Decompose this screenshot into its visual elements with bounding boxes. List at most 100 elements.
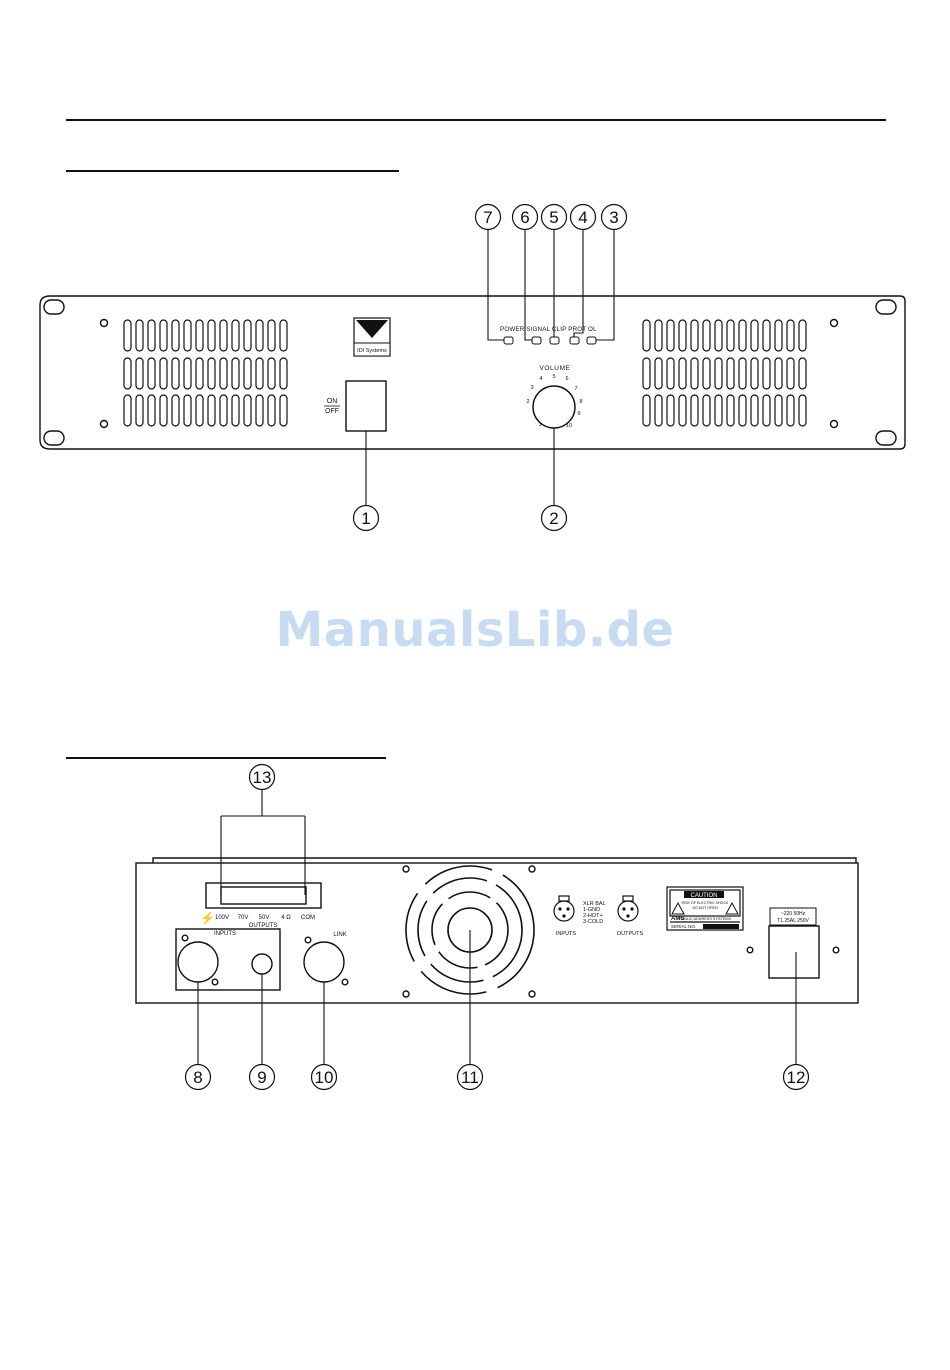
vent-slot [666, 394, 675, 427]
lightning-bolt-icon: ⚡ [200, 911, 215, 925]
mains-label-2: T1.25AL 250V [777, 918, 809, 924]
callout-11-number: 11 [461, 1068, 479, 1087]
watermark: ManualsLib.de [275, 602, 675, 658]
caution-line-2: DO NOT OPEN [692, 906, 717, 910]
inputs-label: INPUTS [214, 931, 236, 937]
vent-slot [678, 394, 687, 427]
leader-7 [487, 230, 504, 341]
vent-slot [654, 319, 663, 352]
vent-slot [183, 357, 192, 390]
volume-scale-10: 10 [566, 423, 572, 429]
vent-slot [123, 357, 132, 390]
vent-slot [702, 394, 711, 427]
switch-label-off: OFF [325, 408, 339, 415]
vent-slot [702, 357, 711, 390]
callout-1-number: 1 [361, 509, 370, 528]
page-top-rule [66, 119, 886, 121]
screw [99, 318, 109, 328]
callout-7-number: 7 [483, 208, 492, 227]
callout-9-number: 9 [257, 1068, 266, 1087]
xlr-inputs-label: INPUTS [556, 931, 577, 937]
rack-slot-top-left [43, 299, 65, 315]
leader-6 [524, 230, 532, 341]
output-tap-100v: 100V [215, 915, 229, 921]
callout-10-number: 10 [315, 1068, 334, 1087]
vent-slot [207, 394, 216, 427]
volume-scale-4: 4 [539, 376, 542, 382]
vent-slot [123, 319, 132, 352]
vent-slot [762, 357, 771, 390]
callout-12-number: 12 [787, 1068, 806, 1087]
callout-8-number: 8 [193, 1068, 202, 1087]
callout-5-number: 5 [549, 208, 558, 227]
callout-4 [569, 203, 597, 231]
vent-slot [255, 394, 264, 427]
vent-slot [774, 357, 783, 390]
caution-line-1: RISK OF ELECTRIC SHOCK [682, 901, 730, 905]
vent-slot [195, 394, 204, 427]
screw [829, 318, 839, 328]
vent-slot [219, 394, 228, 427]
vent-slot [135, 319, 144, 352]
rack-slot-top-right [875, 299, 897, 315]
vent-slot [738, 319, 747, 352]
callout-4-number: 4 [578, 208, 587, 227]
serial-label: SERIAL NO. [671, 924, 696, 929]
vent-slot [219, 319, 228, 352]
xlr-outputs-label: OUTPUTS [617, 931, 644, 937]
vent-slot [159, 394, 168, 427]
vent-slot [255, 319, 264, 352]
vent-slot [762, 319, 771, 352]
volume-scale-3: 3 [530, 385, 533, 391]
output-tap-com: COM [301, 915, 315, 921]
vent-slot [774, 319, 783, 352]
rack-slot-bottom-left [43, 430, 65, 446]
vent-slot [171, 357, 180, 390]
switch-label-on: ON [327, 398, 338, 405]
vent-slot [798, 394, 807, 427]
volume-scale-8: 8 [579, 399, 582, 405]
volume-scale-2: 2 [526, 399, 529, 405]
vent-slot [123, 394, 132, 427]
volume-scale-6: 6 [565, 376, 568, 382]
vent-slot [642, 394, 651, 427]
vent-slot [147, 357, 156, 390]
vent-slot [267, 319, 276, 352]
vent-slot [798, 319, 807, 352]
power-switch[interactable] [345, 380, 387, 432]
vent-slot [147, 394, 156, 427]
leader-4 [573, 230, 584, 337]
vent-slot [678, 319, 687, 352]
volume-scale-1: 1 [538, 422, 541, 428]
vent-slot [726, 394, 735, 427]
warning-brand: AMS [671, 916, 684, 922]
vent-slot [207, 319, 216, 352]
output-tap-4ohm: 4 Ω [281, 915, 291, 921]
xlr-text-line-3: 2-HOT+ [583, 913, 603, 919]
vent-slot [279, 394, 288, 427]
vent-slot [231, 319, 240, 352]
vent-slot [642, 357, 651, 390]
vent-slot [738, 357, 747, 390]
vent-slot [786, 394, 795, 427]
callout-1 [352, 504, 380, 532]
vent-slot [654, 357, 663, 390]
outputs-label: OUTPUTS [249, 923, 278, 929]
vent-slot [654, 394, 663, 427]
vent-slot [267, 394, 276, 427]
vent-slot [207, 357, 216, 390]
vent-slot [159, 357, 168, 390]
vent-grille-left [123, 319, 288, 427]
vent-slot [219, 357, 228, 390]
vent-slot [183, 319, 192, 352]
screw [99, 419, 109, 429]
vent-slot [786, 357, 795, 390]
vent-slot [690, 394, 699, 427]
vent-slot [279, 357, 288, 390]
screw [829, 419, 839, 429]
caution-title: CAUTION [691, 893, 718, 899]
link-label: LINK [333, 932, 346, 938]
vent-slot [690, 319, 699, 352]
vent-slot [666, 357, 675, 390]
volume-label: VOLUME [539, 365, 570, 372]
